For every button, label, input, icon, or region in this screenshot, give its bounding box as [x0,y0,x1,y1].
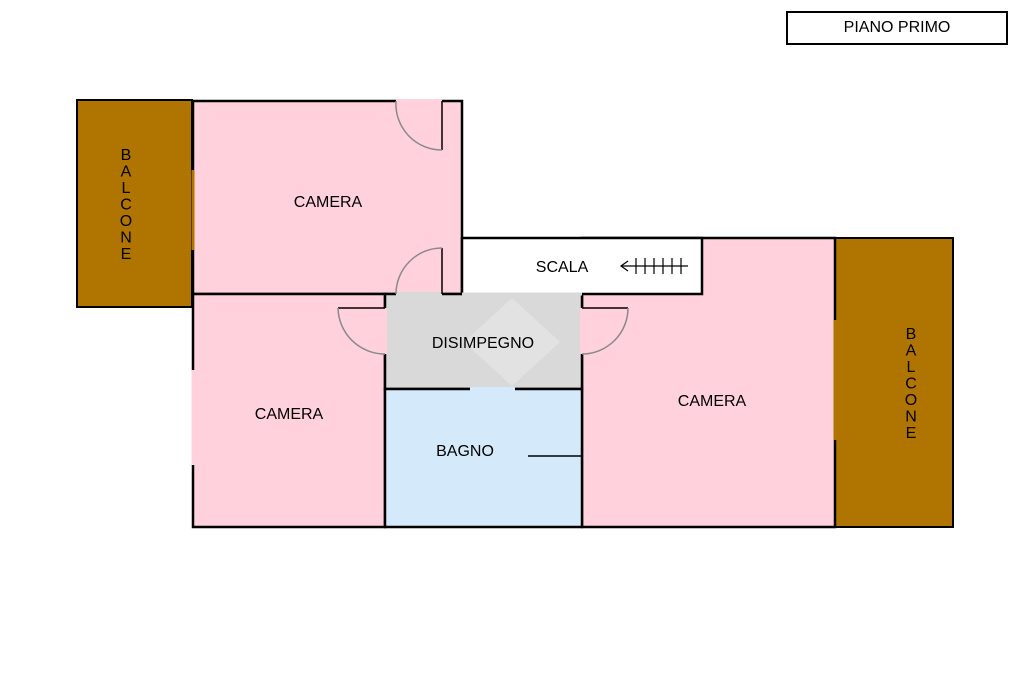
watermark-logo [464,298,560,386]
balcony-letter: L [907,359,916,376]
label-camera-bottom-left: CAMERA [255,406,324,423]
balcony-letter: B [906,326,917,343]
floor-label: PIANO PRIMO [786,11,1008,45]
balcony-letter: A [121,164,132,181]
balcony-letter: C [120,197,132,214]
door-swings [337,100,629,457]
balcony-letter: E [906,425,917,442]
balcony-letter: O [905,392,917,409]
balcony-letter: E [121,246,132,263]
balcony-letter: B [121,147,132,164]
label-scala: SCALA [536,259,589,276]
balcony-letter: C [905,376,917,393]
label-camera-right: CAMERA [678,393,747,410]
balcony-letter: O [120,213,132,230]
stairs-arrow-icon [619,258,688,274]
balcony-right [834,237,954,528]
balcony-letter: N [120,230,132,247]
balcony-letter: A [906,343,917,360]
balcony-letter: N [905,409,917,426]
label-bagno: BAGNO [436,443,494,460]
room-bagno [383,387,584,529]
door-openings [191,99,837,465]
balcony-left [76,99,193,308]
label-camera-top: CAMERA [294,194,363,211]
label-disimpegno: DISIMPEGNO [432,335,534,352]
balcony-letter: L [122,180,131,197]
